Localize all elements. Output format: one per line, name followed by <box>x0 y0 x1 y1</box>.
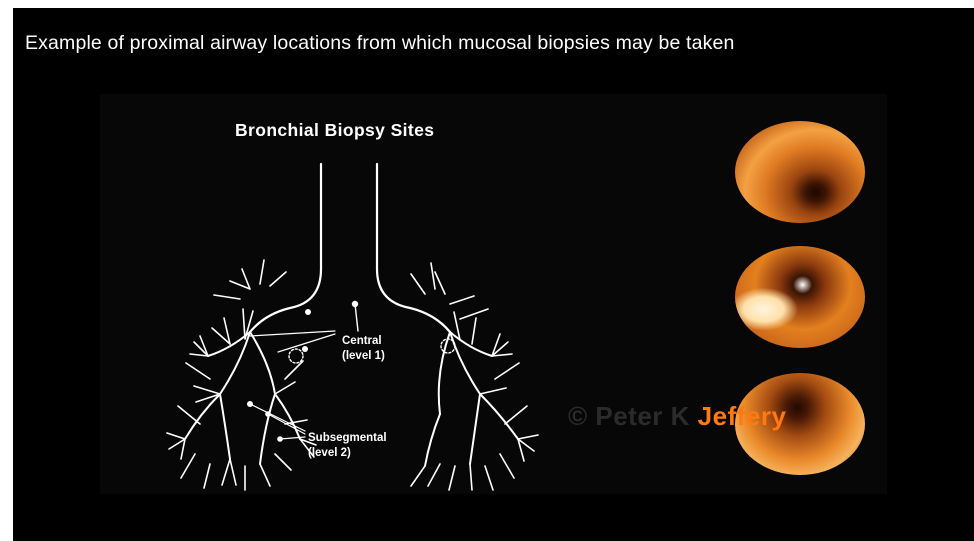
watermark-prefix: © Peter K <box>568 401 690 431</box>
central-label-name: Central <box>342 334 385 349</box>
diagram-title: Bronchial Biopsy Sites <box>235 120 434 141</box>
subsegmental-label-name: Subsegmental <box>308 431 387 446</box>
figure-panel: Bronchial Biopsy Sites Central (level 1)… <box>100 94 887 494</box>
central-label-level: (level 1) <box>342 349 385 364</box>
central-label: Central (level 1) <box>342 334 385 364</box>
copyright-watermark: © Peter K Jeffery <box>568 401 786 432</box>
subsegmental-label: Subsegmental (level 2) <box>308 431 387 461</box>
watermark-suffix: Jeffery <box>698 401 787 431</box>
subsegmental-label-level: (level 2) <box>308 446 387 461</box>
slide: Example of proximal airway locations fro… <box>13 8 974 541</box>
bronchoscopic-view-1 <box>735 121 865 223</box>
bronchoscopic-view-2 <box>735 246 865 348</box>
slide-caption: Example of proximal airway locations fro… <box>25 32 735 55</box>
